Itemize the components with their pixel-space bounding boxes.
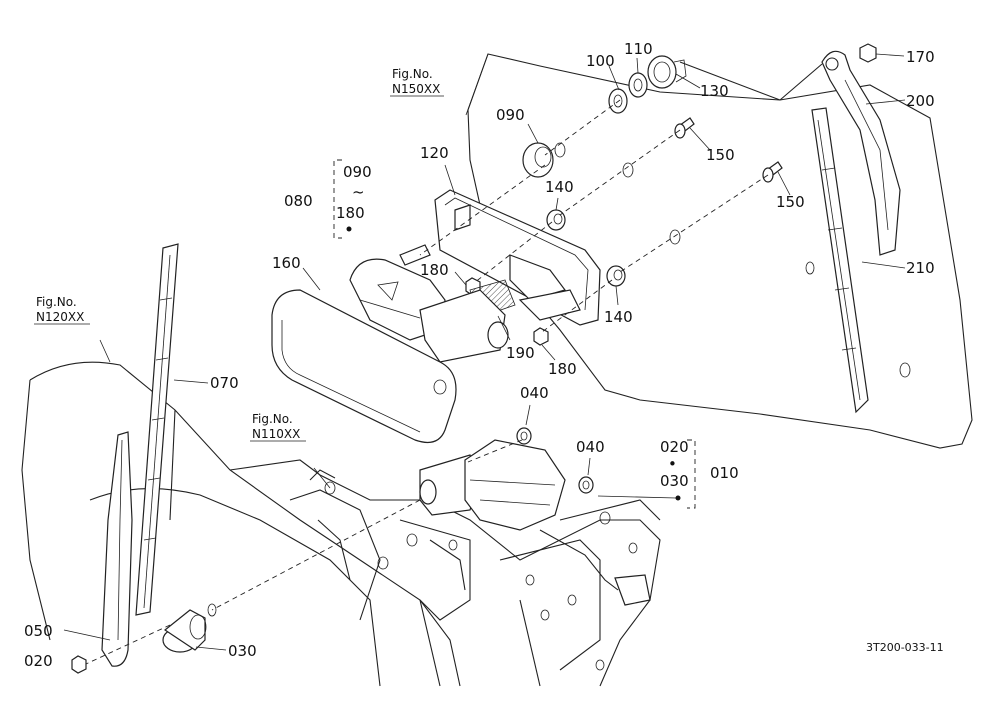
assembly-dashed-lines	[85, 99, 769, 665]
part-label-020: 020	[24, 652, 53, 670]
part-label-050: 050	[24, 622, 53, 640]
part-label-150-lower: 150	[776, 193, 805, 211]
group-010-dot: •	[668, 455, 677, 473]
part-label-210: 210	[906, 259, 935, 277]
rear-wiper-arm	[821, 50, 901, 256]
part-label-040-lower: 040	[576, 438, 605, 456]
pivot-boot-030	[162, 603, 217, 653]
part-label-130: 130	[700, 82, 729, 100]
group-010-from: 020	[660, 438, 689, 456]
rear-wiper-motor	[349, 244, 509, 363]
part-label-160: 160	[272, 254, 301, 272]
fig-ref-n150-line2: N150XX	[392, 82, 440, 96]
group-080-to: 180	[336, 204, 365, 222]
part-label-200: 200	[906, 92, 935, 110]
group-010-to: 030	[660, 472, 689, 490]
part-label-100: 100	[586, 52, 615, 70]
group-010-bracket	[687, 439, 696, 509]
cap-to-arm-line	[679, 61, 781, 101]
fig-ref-n150-line1: Fig.No.	[392, 67, 433, 81]
bolt-150-upper	[674, 117, 695, 139]
nut-180-lower	[533, 327, 549, 346]
part-label-030: 030	[228, 642, 257, 660]
grommet-090	[522, 142, 554, 178]
front-wiper-arm	[101, 431, 133, 667]
part-label-080: 080	[284, 192, 313, 210]
rear-wiper-blade	[811, 107, 869, 414]
group-080-marker	[346, 226, 352, 232]
front-wiper-blade	[135, 243, 179, 616]
fig-ref-n110-line1: Fig.No.	[252, 412, 293, 426]
group-080-tilde: ~	[352, 183, 365, 201]
part-label-180-upper: 180	[420, 261, 449, 279]
bolt-150-lower	[762, 161, 783, 183]
group-010-marker	[675, 495, 681, 501]
grommet-140-lower	[606, 265, 626, 287]
group-080-from: 090	[343, 163, 372, 181]
front-wiper-motor	[419, 439, 651, 606]
part-label-180-lower: 180	[548, 360, 577, 378]
motor-cover-160	[271, 289, 457, 443]
part-label-090: 090	[496, 106, 525, 124]
washer-040-lower	[578, 476, 594, 494]
part-label-170: 170	[906, 48, 935, 66]
cab-outline-left	[21, 361, 461, 687]
cap-130	[647, 55, 687, 89]
part-label-140-upper: 140	[545, 178, 574, 196]
wiper-motor-bracket-120	[434, 189, 601, 326]
drawing-code: 3T200-033-11	[866, 641, 944, 654]
fig-ref-n110-line2: N110XX	[252, 427, 300, 441]
nut-170	[859, 43, 905, 63]
nut-020	[71, 655, 87, 674]
part-label-150-upper: 150	[706, 146, 735, 164]
part-label-190: 190	[506, 344, 535, 362]
part-label-110: 110	[624, 40, 653, 58]
nut-110	[628, 72, 648, 98]
washer-040-upper	[516, 427, 532, 445]
part-label-140-lower: 140	[604, 308, 633, 326]
leader-lines	[63, 53, 906, 651]
fig-ref-n120-line1: Fig.No.	[36, 295, 77, 309]
fig-ref-n120-line2: N120XX	[36, 310, 84, 324]
part-label-040-upper: 040	[520, 384, 549, 402]
group-080-bracket	[333, 159, 342, 239]
part-label-070: 070	[210, 374, 239, 392]
part-label-120: 120	[420, 144, 449, 162]
arm-hub-leader	[779, 63, 823, 101]
part-label-010: 010	[710, 464, 739, 482]
